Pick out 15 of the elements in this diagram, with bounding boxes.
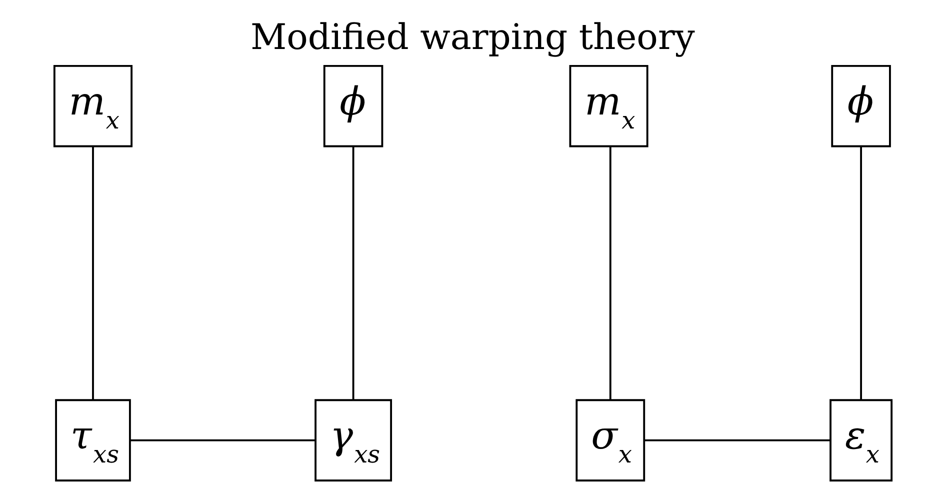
node-box: σ$_{x}$ (576, 399, 646, 482)
connector (644, 439, 830, 442)
node-box: m$_{x}$ (569, 64, 648, 148)
node-box: γ$_{xs}$ (314, 399, 392, 482)
connector (352, 146, 354, 400)
connector (609, 146, 612, 400)
node-box: ϕ (831, 64, 891, 148)
node-box: τ$_{xs}$ (55, 399, 131, 482)
node-box: ε$_{x}$ (830, 399, 893, 482)
node-box: m$_{x}$ (53, 64, 133, 148)
connector (92, 146, 94, 400)
connector (860, 146, 862, 400)
node-box: ϕ (323, 64, 384, 148)
connector (130, 439, 316, 442)
diagram-title: Modified warping theory (250, 17, 695, 58)
